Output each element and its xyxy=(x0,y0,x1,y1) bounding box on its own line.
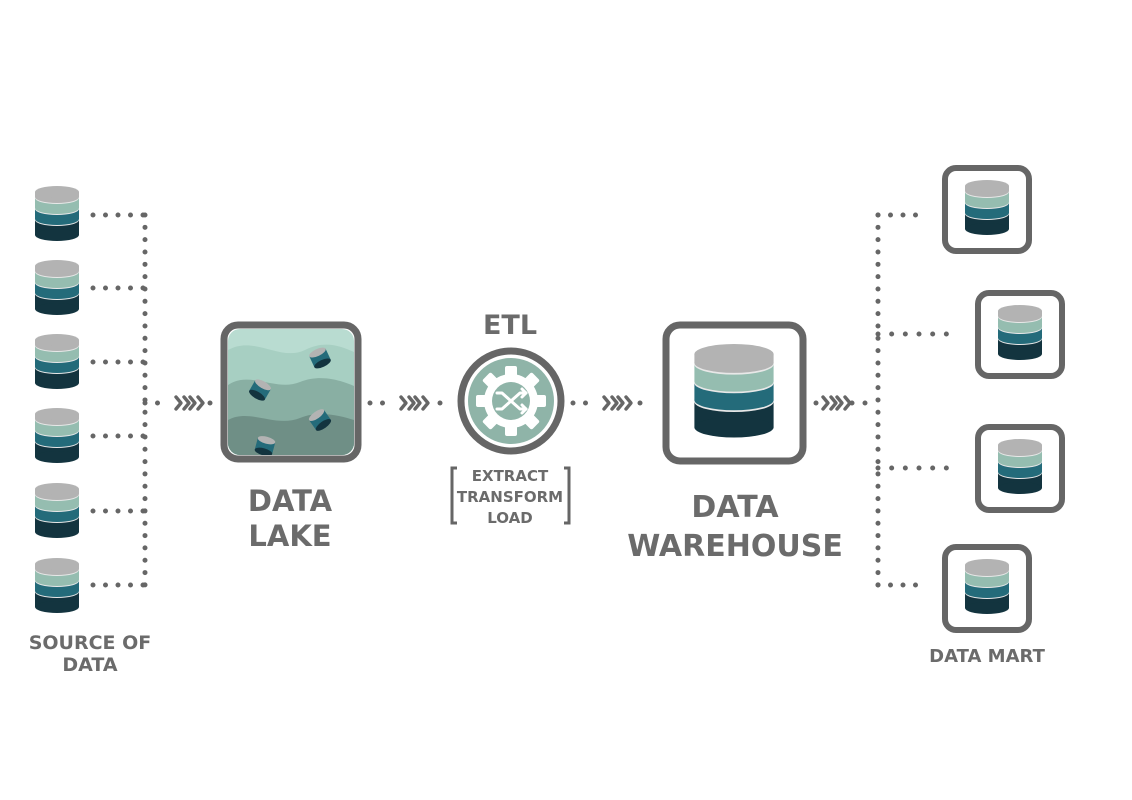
database-icon xyxy=(965,559,1009,614)
data-marts xyxy=(942,165,1065,633)
database-icon xyxy=(694,344,774,438)
flow-arrow-icon xyxy=(188,395,205,411)
etl-steps-bracket xyxy=(450,466,571,525)
etl-gear-shuffle-icon xyxy=(457,347,565,455)
data-mart-4 xyxy=(942,544,1032,633)
source-connectors xyxy=(90,212,173,588)
source-databases xyxy=(35,186,79,613)
database-icon xyxy=(35,408,79,463)
warehouse-label-line-1: DATA xyxy=(691,490,779,525)
data-mart-2 xyxy=(975,290,1065,379)
etl-title: ETL xyxy=(482,310,538,341)
source-label-line-2: DATA xyxy=(62,653,118,676)
source-label-line-1: SOURCE OF xyxy=(28,632,152,654)
flow-arrow-icon xyxy=(616,395,633,411)
data-mart-3 xyxy=(975,424,1065,513)
data-mart-1 xyxy=(942,165,1032,254)
etl-step-transform: TRANSFORM xyxy=(456,488,564,506)
data-mart-label: DATA MART xyxy=(929,646,1045,667)
database-icon xyxy=(35,483,79,538)
data-warehouse-icon xyxy=(662,321,807,465)
etl-step-extract: EXTRACT xyxy=(471,467,549,485)
etl-step-load: LOAD xyxy=(487,509,533,527)
database-icon xyxy=(35,334,79,389)
flow-arrow-icon xyxy=(413,395,430,411)
lake-label-line-2: LAKE xyxy=(248,519,332,554)
flow-arrow-icon xyxy=(821,395,838,411)
warehouse-label-line-2: WAREHOUSE xyxy=(627,529,843,564)
data-warehouse-label: DATA WAREHOUSE xyxy=(615,488,855,566)
flow-arrow-icon xyxy=(602,395,619,411)
etl-steps-label: EXTRACT TRANSFORM LOAD xyxy=(451,466,569,529)
data-lake-icon xyxy=(220,321,362,463)
database-icon xyxy=(998,305,1042,360)
database-icon xyxy=(35,260,79,315)
database-icon xyxy=(965,180,1009,235)
flow-arrow-icon xyxy=(174,395,191,411)
flow-arrow-icon xyxy=(399,395,416,411)
database-icon xyxy=(35,558,79,613)
database-icon xyxy=(35,186,79,241)
source-of-data-label: SOURCE OF DATA xyxy=(20,632,160,677)
database-icon xyxy=(998,439,1042,494)
lake-label-line-1: DATA xyxy=(247,484,333,518)
data-lake-label: DATA LAKE xyxy=(215,484,365,555)
mart-connectors xyxy=(813,212,963,588)
flow-arrow-icon xyxy=(835,395,852,411)
